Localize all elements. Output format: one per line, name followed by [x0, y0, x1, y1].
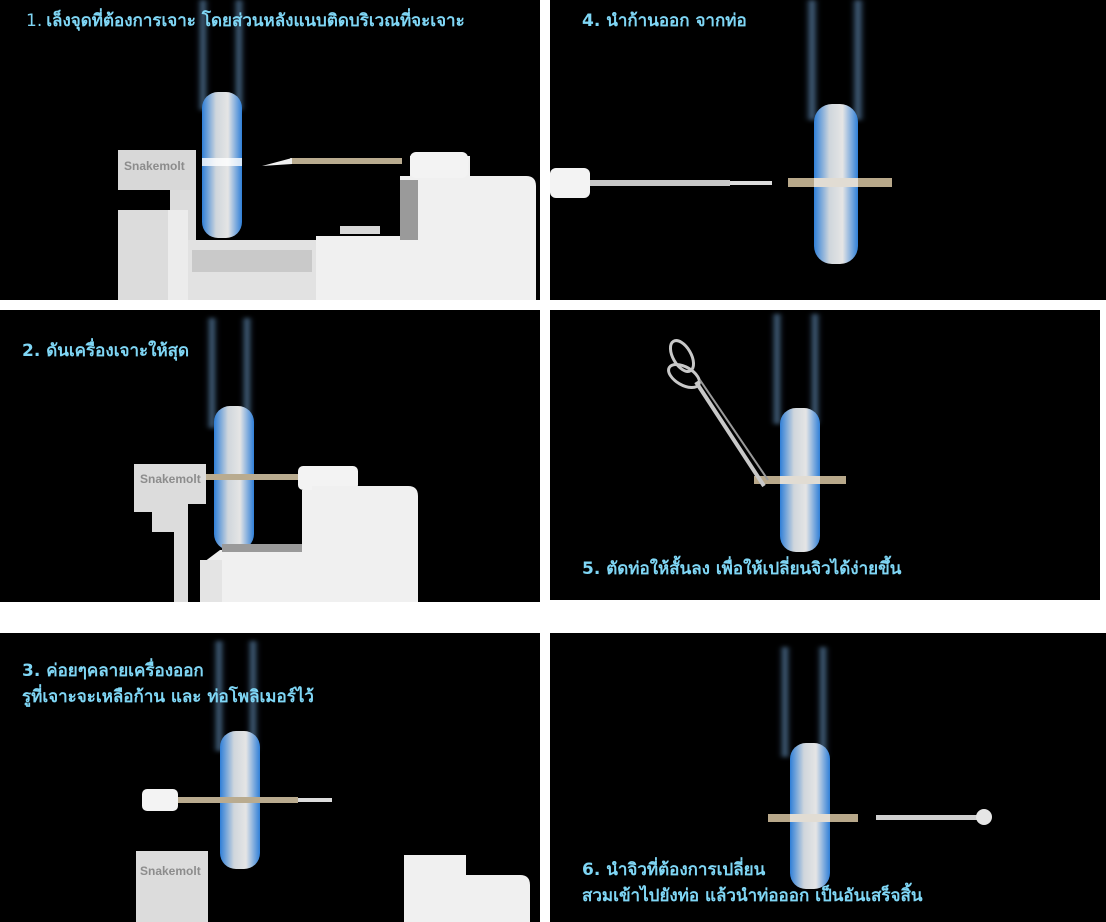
new-jewelry-bar — [876, 815, 980, 820]
piercing-device-head — [136, 851, 208, 922]
device-brand-label: Snakemolt — [140, 864, 201, 878]
step-6-line-2: สวมเข้าไปยังท่อ แล้วนำท่อออก เป็นอันเสร็… — [582, 886, 923, 906]
step-3-line-2: รูที่เจาะจะเหลือก้าน และ ท่อโพลิเมอร์ไว้ — [22, 687, 314, 707]
piercing-device-body — [316, 156, 536, 300]
step-2-panel: Snakemolt 2. ดันเครื่องเจาะให้สุด — [0, 310, 540, 602]
step-1-text: เล็งจุดที่ต้องการเจาะ โดยส่วนหลังแนบติดบ… — [46, 11, 465, 31]
device-brand-label: Snakemolt — [140, 472, 201, 486]
rod-handle — [142, 789, 178, 811]
step-1-panel: Snakemolt 1.เล็งจุดที่ต้องการเจาะ โดยส่ว… — [0, 0, 540, 300]
step-3-illustration: Snakemolt — [136, 641, 530, 922]
step-5-illustration — [667, 314, 846, 552]
new-jewelry-ball — [976, 809, 992, 825]
device-brand-label: Snakemolt — [124, 159, 185, 173]
scissors-icon — [667, 339, 769, 488]
removed-rod — [590, 180, 730, 186]
piercing-device-head — [134, 464, 206, 602]
step-6-caption: 6. นำจิวที่ต้องการเปลี่ยน สวมเข้าไปยังท่… — [582, 857, 923, 909]
step-2-illustration: Snakemolt — [134, 318, 418, 602]
step-6-illustration — [768, 647, 992, 889]
piercing-device-body — [404, 855, 530, 922]
step-1-number: 1. — [26, 11, 43, 31]
step-5-panel: 5. ตัดท่อให้สั้นลง เพื่อให้เปลี่ยนจิวได้… — [550, 310, 1100, 600]
step-5-caption: 5. ตัดท่อให้สั้นลง เพื่อให้เปลี่ยนจิวได้… — [582, 559, 902, 579]
step-6-panel: 6. นำจิวที่ต้องการเปลี่ยน สวมเข้าไปยังท่… — [550, 633, 1106, 922]
piercing-device-body — [204, 486, 418, 602]
step-4-caption: 4. นำก้านออก จากท่อ — [582, 11, 747, 31]
step-2-caption: 2. ดันเครื่องเจาะให้สุด — [22, 341, 190, 361]
step-3-line-1: 3. ค่อยๆคลายเครื่องออก — [22, 661, 204, 681]
needle — [206, 474, 302, 480]
rod-in-tube — [178, 797, 298, 803]
needle — [290, 158, 402, 164]
step-6-line-1: 6. นำจิวที่ต้องการเปลี่ยน — [582, 860, 766, 880]
step-3-caption: 3. ค่อยๆคลายเครื่องออก รูที่เจาะจะเหลือก… — [22, 658, 314, 710]
step-4-panel: 4. นำก้านออก จากท่อ — [550, 0, 1106, 300]
step-4-illustration — [550, 0, 892, 264]
step-1-caption: 1.เล็งจุดที่ต้องการเจาะ โดยส่วนหลังแนบติ… — [26, 8, 465, 34]
removed-rod-handle — [550, 168, 590, 198]
step-3-panel: Snakemolt 3. ค่อยๆคลายเครื่องออก รูที่เจ… — [0, 633, 540, 922]
step-1-illustration: Snakemolt — [118, 0, 536, 300]
